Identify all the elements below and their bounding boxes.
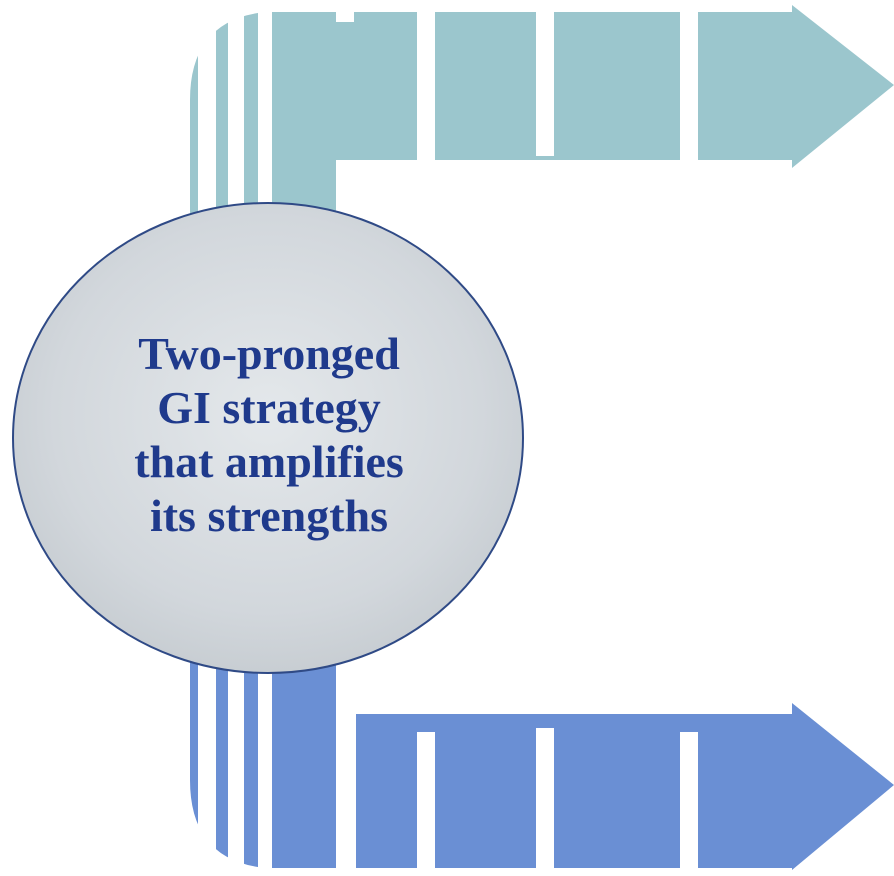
bottom-arrow-shaft <box>330 703 894 870</box>
bottom-arrow <box>190 630 894 876</box>
bottom-stripe <box>258 630 272 876</box>
center-label: Two-pronged GI strategy that amplifies i… <box>60 300 478 570</box>
bottom-stripe <box>198 630 216 876</box>
center-text-line: Two-pronged <box>138 328 400 379</box>
top-arrow-shaft <box>330 5 894 168</box>
bottom-stripe <box>536 728 554 876</box>
top-stripe <box>680 10 698 160</box>
center-circle <box>12 202 524 674</box>
bottom-stripe <box>228 630 244 876</box>
bottom-stripe <box>336 640 356 876</box>
top-stripe <box>536 10 554 156</box>
center-text-line: that amplifies <box>134 436 404 487</box>
center-text-line: its strengths <box>149 490 389 541</box>
top-stripe <box>336 10 354 22</box>
bottom-stripe <box>680 732 698 876</box>
top-stripe <box>417 10 435 160</box>
bottom-stripe <box>417 732 435 876</box>
center-text-line: GI strategy <box>157 382 381 433</box>
